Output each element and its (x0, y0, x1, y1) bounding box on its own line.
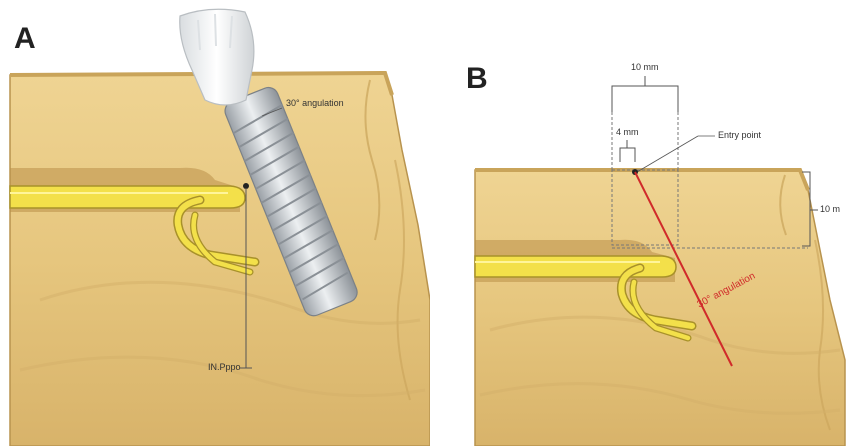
panel-a-depth-label: IN.Pppo (208, 362, 241, 372)
inner-span-bracket (620, 140, 635, 162)
panel-b-label: B (466, 62, 488, 96)
inferior-alveolar-nerve (475, 256, 676, 277)
entry-point-leader (637, 136, 698, 172)
panel-b-inner-span-label: 4 mm (616, 127, 639, 137)
panel-b-top-span-label: 10 mm (631, 62, 659, 72)
panel-b-side-depth-label: 10 m (820, 204, 840, 214)
panel-a-illustration (0, 0, 430, 446)
panel-a-angulation-label: 30° angulation (286, 98, 344, 108)
panel-a: A 30° angulation IN.Pppo (0, 0, 430, 446)
panel-b: B 10 mm 4 mm Entry point 10 m 30° angula… (430, 0, 851, 446)
panel-a-label: A (14, 22, 36, 56)
panel-b-entry-point-label: Entry point (718, 130, 761, 140)
bone-block (475, 170, 845, 446)
inferior-alveolar-nerve (10, 186, 245, 208)
top-span-bracket (612, 76, 678, 112)
